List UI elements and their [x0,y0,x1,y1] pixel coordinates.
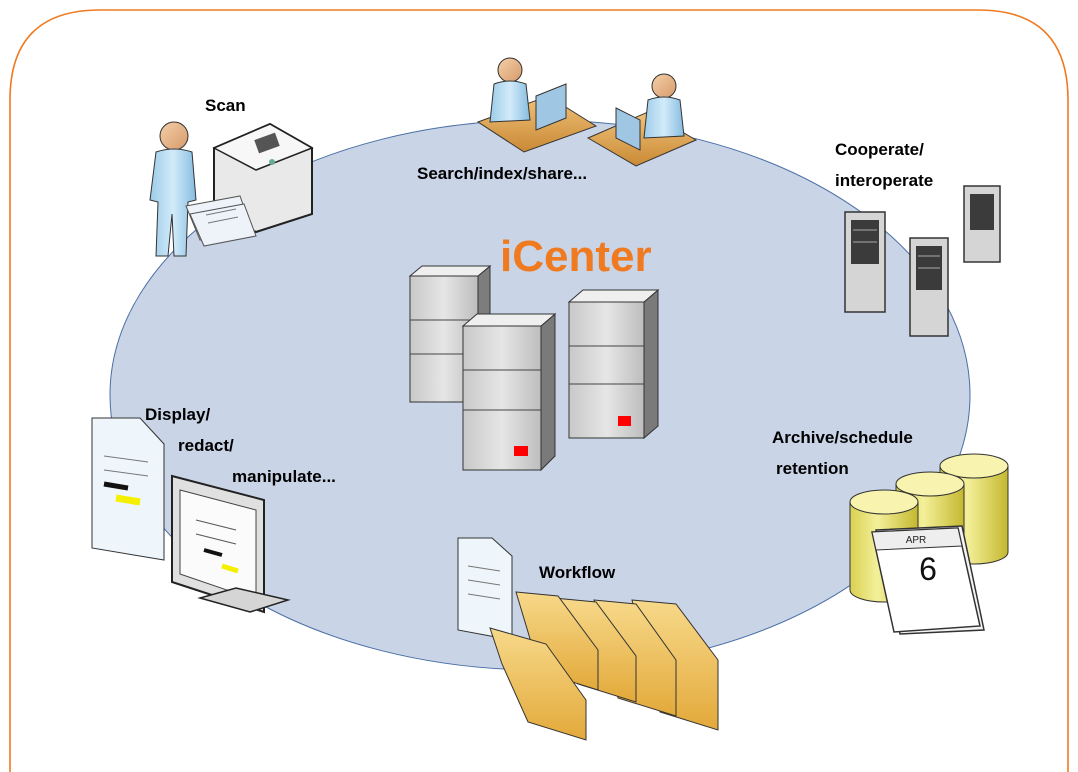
calendar-month: APR [906,535,927,546]
display-monitor-icon [91,417,291,614]
diagram-title: iCenter [500,232,652,281]
archive-label-line1: Archive/schedule [772,428,913,447]
calendar-day: 6 [919,551,937,587]
scan-person-icon [149,121,197,257]
search-workers-icon [476,57,698,167]
search-label: Search/index/share... [417,164,588,183]
display-label-line3: manipulate... [232,467,336,486]
workflow-label: Workflow [539,563,616,582]
display-label-line1: Display/ [145,405,211,424]
cooperate-label-line2: interoperate [835,171,934,190]
workflow-folders-icon [457,537,719,741]
central-servers-icon [408,264,660,472]
calendar-icon: APR 6 [871,525,985,635]
cooperate-servers-icon [844,185,1001,337]
rounded-frame [9,9,1069,772]
display-label-line2: redact/ [178,436,234,455]
scanner-icon [185,122,314,247]
scan-label: Scan [205,96,246,115]
archive-label-line2: retention [776,459,849,478]
cooperate-label-line1: Cooperate/ [835,140,924,159]
